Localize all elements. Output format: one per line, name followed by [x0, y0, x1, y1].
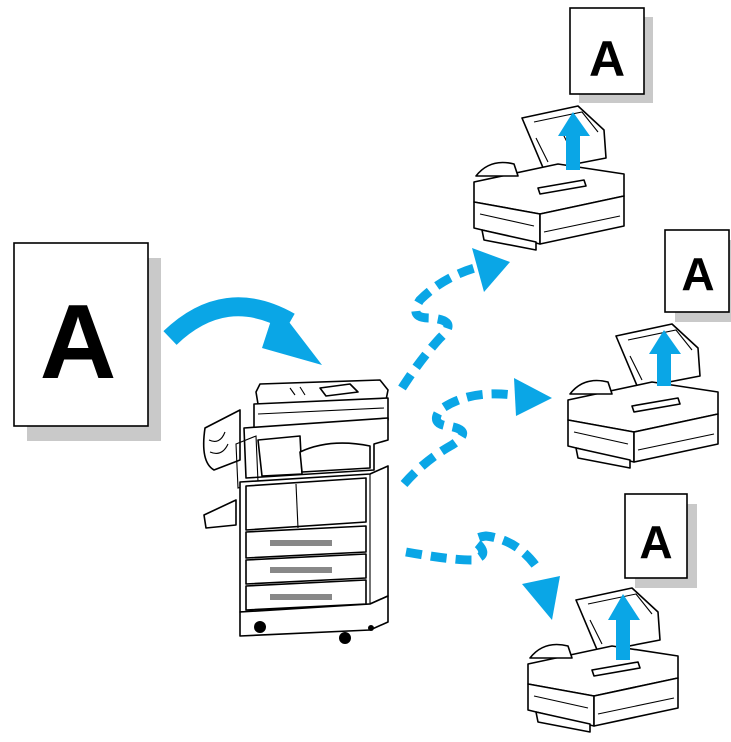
fax-machine-3: A — [527, 493, 697, 733]
source-document-letter: A — [40, 283, 117, 401]
fax-machine-1: A — [473, 7, 653, 251]
source-document: A — [13, 242, 161, 441]
fax-1-output-arrow — [558, 112, 590, 170]
fax-2-letter: A — [681, 248, 714, 300]
fax-3-page — [624, 493, 688, 579]
transmission-arrow-1 — [398, 248, 510, 391]
fax-machine-2: A — [567, 229, 731, 469]
fax-3-output-page: A — [624, 493, 697, 588]
multifunction-printer — [202, 379, 389, 644]
fax-2-output-arrow — [649, 330, 681, 386]
fax-2-output-page: A — [664, 229, 731, 322]
fax-1-letter: A — [589, 31, 625, 87]
transmission-arrows — [398, 248, 560, 620]
fax-3-output-arrow — [608, 594, 640, 660]
fax-1-page — [569, 7, 645, 95]
fax-1-output-page: A — [569, 7, 653, 103]
source-document-page — [13, 242, 149, 427]
transmission-arrow-2 — [400, 378, 552, 487]
feed-arrow — [163, 297, 322, 365]
fax-3-letter: A — [639, 516, 672, 568]
transmission-arrow-3 — [405, 531, 560, 620]
fax-2-page — [664, 229, 730, 313]
